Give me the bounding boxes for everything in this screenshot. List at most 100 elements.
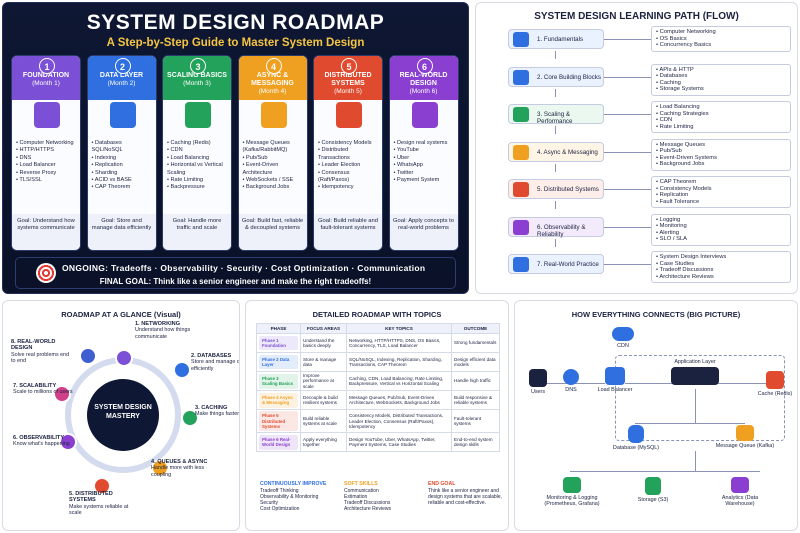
phase-topic: Twitter <box>394 170 455 177</box>
step-arrow <box>555 163 556 172</box>
phase-topic: Load Balancing <box>167 155 228 162</box>
glance-item-desc: Know what's happening <box>13 441 70 448</box>
phase-topic: Event-Driven Architecture <box>243 162 304 177</box>
glance-marker <box>79 347 97 365</box>
phase-goal: Goal: Store and manage data efficiently <box>87 214 156 250</box>
step-subtopics: Computer NetworkingOS BasicsConcurrency … <box>651 26 791 52</box>
flow-step: 4. Async & Messaging <box>508 141 604 162</box>
dns-label: DNS <box>565 387 577 393</box>
focus-cell: Decouple & build resilient systems <box>300 390 347 411</box>
footer-title: END GOAL <box>428 481 456 487</box>
subtopic: APIs & HTTP <box>656 67 786 74</box>
step-subtopics: LoggingMonitoringAlertingSLO / SLA <box>651 213 791 246</box>
phase-topics: Consistency ModelsDistributed Transactio… <box>318 140 379 192</box>
phase-topic: HTTP/HTTPS <box>16 147 77 154</box>
phase-topic: Message Queues (Kafka/RabbitMQ) <box>243 140 304 155</box>
glance-item-title: 6. OBSERVABILITY <box>13 435 65 441</box>
step-label: 2. Core Building Blocks <box>537 73 601 81</box>
footer-title: CONTINUOUSLY IMPROVE <box>260 481 327 487</box>
phase-month: (Month 5) <box>334 88 362 95</box>
phase-name: DATA LAYER <box>99 72 144 79</box>
focus-cell: Improve performance at scale <box>300 370 347 392</box>
db-label: Database (MySQL) <box>612 445 660 451</box>
users-label: Users <box>530 389 546 395</box>
redis-icon <box>766 371 784 389</box>
phase-name: SCALING BASICS <box>167 72 227 79</box>
phase-tag: Phase 5 Distributed Systems <box>259 411 298 432</box>
outcome-cell: Strong fundamentals <box>451 333 500 353</box>
phase-month: (Month 2) <box>107 80 136 87</box>
phase-topic: CAP Theorem <box>92 184 153 191</box>
phase-topic: WebSockets / SSE <box>243 177 304 184</box>
footer-item: Observability & Monitoring <box>260 494 319 500</box>
glance-marker <box>115 349 133 367</box>
phase-topic: Consensus (Raft/Paxos) <box>318 170 379 185</box>
outcome-cell: Fault-tolerant systems <box>451 409 500 434</box>
big-picture-title: HOW EVERYTHING CONNECTS (BIG PICTURE) <box>571 310 741 319</box>
footer-item: Tradeoff Discussions <box>344 500 391 506</box>
subtopic: Background Jobs <box>656 161 786 168</box>
monitoring-label: Monitoring & Logging (Prometheus, Grafan… <box>544 495 600 508</box>
subtopic: Caching Strategies <box>656 111 786 118</box>
server-icon <box>671 367 719 386</box>
phase-icon <box>336 102 362 128</box>
roadmap-title: SYSTEM DESIGN ROADMAP <box>86 11 385 34</box>
subtopic: Message Queues <box>656 142 786 149</box>
subtopic: Alerting <box>656 230 786 237</box>
phase-topic: Design real systems <box>394 140 455 147</box>
connector <box>570 471 760 472</box>
step-arrow <box>555 126 556 134</box>
phase-number: 4 <box>265 58 282 74</box>
storage-node: Storage (S3) <box>633 477 673 503</box>
step-icon <box>513 182 529 197</box>
phase-topic: Idempotency <box>318 184 379 191</box>
phase-number: 6 <box>416 58 433 74</box>
phase-name: DISTRIBUTED SYSTEMS <box>324 72 372 87</box>
phase-topic: Indexing <box>92 155 153 162</box>
subtopic: Concurrency Basics <box>656 42 786 49</box>
phase-topic: Load Balancer <box>16 162 77 169</box>
step-label: 6. Observability & Reliability <box>537 223 586 238</box>
outcome-cell: End-to-end system design skills <box>451 432 500 453</box>
subtopic: Tradeoff Discussions <box>656 267 786 274</box>
cloud-icon <box>612 327 634 341</box>
lb-label: Load Balancer <box>597 387 633 393</box>
phase-goal: Goal: Handle more traffic and scale <box>163 214 231 250</box>
glance-item-desc: Solve real problems end to end <box>11 351 70 365</box>
glance-item-title: 5. DISTRIBUTED SYSTEMS <box>69 491 113 504</box>
monitoring-node: Monitoring & Logging (Prometheus, Grafan… <box>535 477 609 508</box>
glance-marker <box>93 477 111 495</box>
step-connector <box>604 264 651 265</box>
database-icon <box>628 425 644 443</box>
phase-topic: ACID vs BASE <box>92 177 153 184</box>
phase-month: (Month 1) <box>32 80 60 87</box>
subtopic: Pub/Sub <box>656 148 786 155</box>
phase-goal: Goal: Understand how systems communicate <box>12 214 80 250</box>
db-node: Database (MySQL) <box>611 425 661 451</box>
focus-cell: Store & manage data <box>300 352 347 372</box>
subtopic: Event-Driven Systems <box>656 155 786 162</box>
focus-cell: Apply everything together <box>300 432 347 453</box>
phase-topic: CDN <box>167 147 228 154</box>
phase-topic: Leader Election <box>318 162 379 169</box>
analytics-label: Analytics (Data Warehouse) <box>721 495 759 508</box>
outcome-cell: Build responsive & reliable systems <box>451 390 500 411</box>
footer-item: Security <box>260 500 279 506</box>
subtopic: Case Studies <box>656 261 786 268</box>
storage-label: Storage (S3) <box>637 497 669 503</box>
footer-item: Cost Optimization <box>260 506 300 512</box>
phase-tag: Phase 1 Foundation <box>259 335 298 351</box>
glance-item-title: 8. REAL-WORLD DESIGN <box>11 339 56 352</box>
globe-icon <box>563 369 579 385</box>
